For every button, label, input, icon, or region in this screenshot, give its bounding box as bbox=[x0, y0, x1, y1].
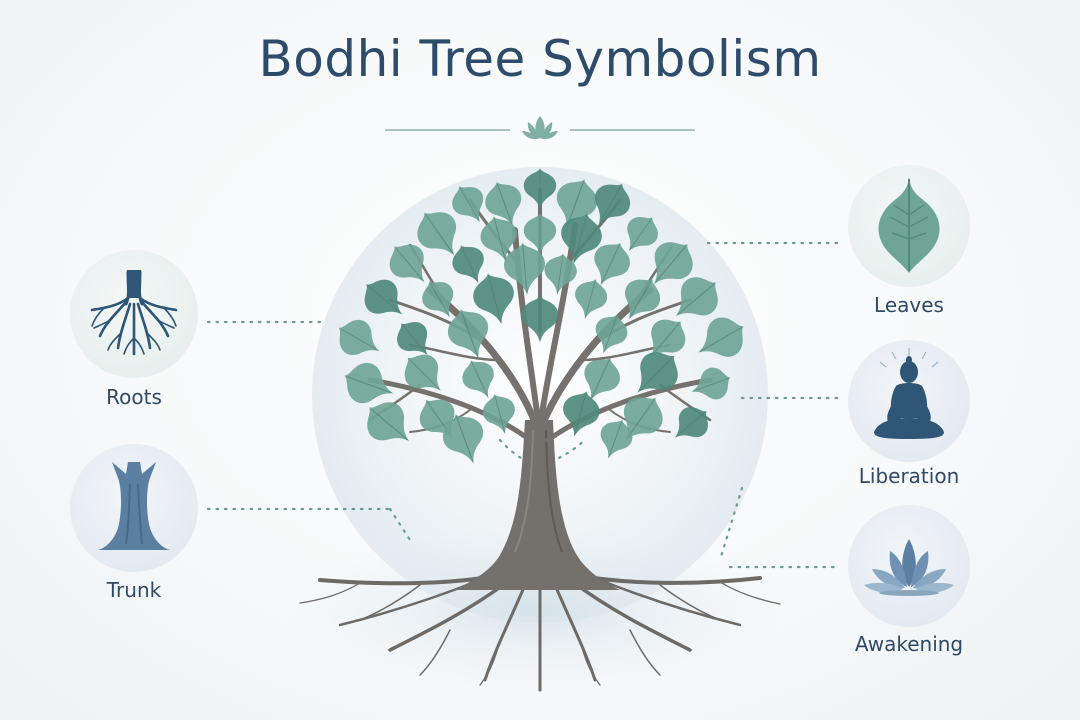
leaf bbox=[594, 242, 630, 286]
leaf bbox=[556, 179, 597, 229]
leaf bbox=[480, 216, 517, 262]
meditating-buddha-icon bbox=[874, 348, 944, 439]
leaf-icon bbox=[878, 177, 940, 273]
leaf bbox=[624, 278, 661, 320]
leaves-node[interactable] bbox=[848, 165, 970, 287]
tree-leaves bbox=[338, 168, 744, 464]
leaf bbox=[397, 322, 428, 356]
connector-lines bbox=[206, 241, 842, 569]
connector-trunk-diag bbox=[388, 507, 412, 542]
leaf bbox=[417, 212, 456, 256]
leaf bbox=[473, 273, 514, 325]
awakening-label: Awakening bbox=[854, 632, 964, 656]
leaf bbox=[563, 391, 600, 437]
lotus-flower-icon bbox=[864, 539, 954, 596]
roots-node[interactable] bbox=[70, 250, 198, 378]
tree-trunk bbox=[455, 420, 620, 590]
leaf bbox=[650, 319, 686, 358]
ground-mist bbox=[285, 530, 785, 690]
leaf bbox=[561, 213, 602, 265]
leaf bbox=[595, 314, 628, 354]
leaf bbox=[364, 279, 403, 315]
leaf bbox=[452, 186, 484, 223]
leaf bbox=[584, 357, 620, 401]
leaf bbox=[600, 419, 633, 459]
leaf bbox=[544, 253, 577, 295]
liberation-node[interactable] bbox=[848, 340, 970, 462]
trunk-node[interactable] bbox=[70, 444, 198, 572]
leaf bbox=[691, 367, 731, 400]
leaf bbox=[594, 183, 631, 225]
lotus-icon bbox=[522, 116, 558, 140]
leaf bbox=[523, 213, 557, 255]
leaf bbox=[462, 360, 494, 398]
liberation-label: Liberation bbox=[858, 464, 960, 488]
title-divider bbox=[385, 116, 695, 140]
trunk-icon bbox=[98, 462, 170, 550]
leaf bbox=[698, 317, 744, 357]
leaf bbox=[344, 363, 394, 404]
leaf bbox=[404, 354, 441, 391]
roots-icon bbox=[90, 270, 178, 356]
halo-circle bbox=[312, 167, 768, 623]
leaf bbox=[338, 319, 380, 356]
trunk-label: Trunk bbox=[106, 578, 162, 602]
roots-label: Roots bbox=[106, 385, 162, 409]
leaf bbox=[504, 242, 545, 295]
page-title: Bodhi Tree Symbolism bbox=[258, 30, 822, 88]
leaf bbox=[523, 168, 557, 210]
leaf bbox=[389, 244, 425, 283]
leaf bbox=[485, 181, 522, 227]
leaf bbox=[452, 245, 484, 283]
leaf bbox=[448, 309, 489, 359]
connector-awakening bbox=[718, 486, 842, 569]
leaf bbox=[674, 407, 708, 438]
leaf bbox=[675, 277, 718, 317]
leaf bbox=[367, 402, 410, 442]
leaf bbox=[443, 414, 484, 464]
leaves-label: Leaves bbox=[874, 293, 944, 317]
leaf bbox=[575, 279, 608, 320]
leaf bbox=[624, 397, 663, 441]
leaf bbox=[627, 217, 658, 252]
awakening-node[interactable] bbox=[848, 505, 970, 627]
leaf bbox=[637, 352, 678, 393]
leaf bbox=[653, 242, 693, 285]
leaf bbox=[521, 295, 559, 343]
leaf bbox=[422, 281, 454, 318]
leaf bbox=[482, 394, 515, 435]
